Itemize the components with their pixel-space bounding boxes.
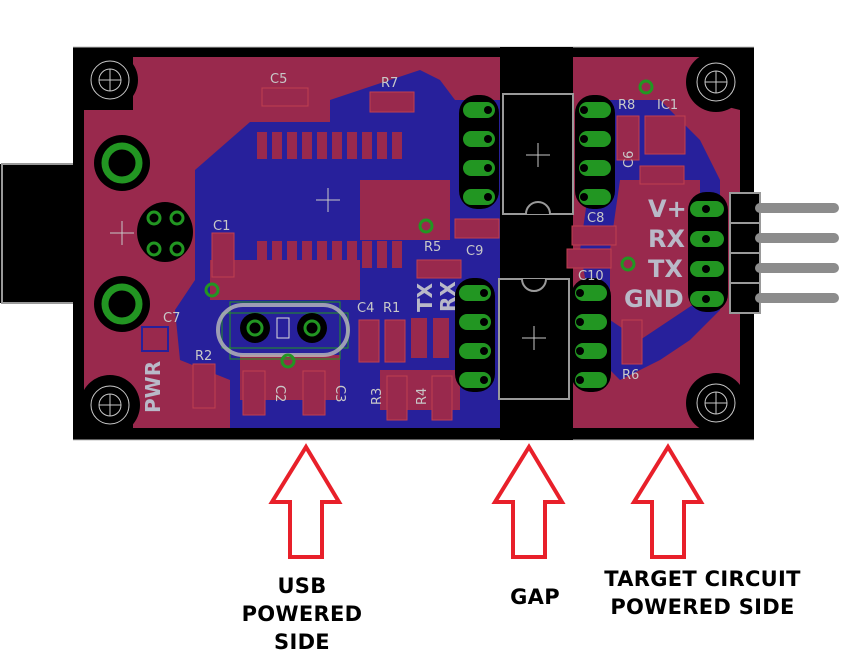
usb-connector-body bbox=[0, 164, 75, 303]
mounting-hole-bottom-right bbox=[686, 373, 746, 433]
silk-function-labels: PWR TX RX V+ RX TX GND bbox=[141, 195, 687, 413]
label-r3: R3 bbox=[370, 388, 385, 405]
usb-shield-pad-top bbox=[94, 135, 150, 191]
mounting-hole-top-right bbox=[686, 52, 746, 112]
mounting-hole-top-left bbox=[82, 52, 138, 108]
label-c10: C10 bbox=[578, 269, 604, 284]
caption-line: TARGET CIRCUIT bbox=[604, 567, 801, 591]
label-pin-vplus: V+ bbox=[648, 195, 687, 223]
label-c9: C9 bbox=[466, 244, 483, 259]
label-r5: R5 bbox=[424, 240, 441, 255]
caption-line: USB bbox=[277, 574, 327, 598]
label-ic1: IC1 bbox=[657, 98, 678, 113]
usb-uart-chip bbox=[257, 132, 402, 268]
arrow-gap bbox=[491, 443, 566, 559]
label-c7: C7 bbox=[163, 311, 180, 326]
caption-usb-powered-side: USB POWERED SIDE bbox=[232, 572, 372, 656]
serial-header bbox=[688, 192, 839, 314]
label-pin-gnd: GND bbox=[624, 285, 684, 313]
crystal bbox=[216, 301, 350, 360]
caption-line: POWERED bbox=[241, 602, 363, 626]
dip-pins bbox=[455, 95, 615, 392]
label-c3: C3 bbox=[332, 385, 347, 402]
label-r6: R6 bbox=[622, 368, 639, 383]
label-r8: R8 bbox=[618, 98, 635, 113]
usb-signal-pads bbox=[137, 202, 193, 262]
label-c6: C6 bbox=[622, 151, 637, 168]
label-pin-rx: RX bbox=[648, 225, 685, 253]
label-rx-led: RX bbox=[436, 281, 460, 312]
label-c5: C5 bbox=[270, 72, 287, 87]
isolator-bottom bbox=[498, 278, 570, 400]
label-r2: R2 bbox=[195, 349, 212, 364]
label-r7: R7 bbox=[381, 76, 398, 91]
arrow-usb-side bbox=[268, 443, 343, 559]
label-c8: C8 bbox=[587, 211, 604, 226]
caption-line: SIDE bbox=[274, 630, 330, 654]
component-labels: C5 R7 C1 R5 C9 C4 R1 C7 R2 C2 C3 R3 R4 R… bbox=[163, 72, 678, 405]
caption-line: GAP bbox=[510, 585, 560, 609]
smd-components bbox=[192, 87, 686, 421]
label-tx-led: TX bbox=[413, 282, 437, 312]
usb-shield-pad-bottom bbox=[94, 276, 150, 332]
isolator-top bbox=[502, 93, 574, 215]
label-c1: C1 bbox=[213, 219, 230, 234]
led-footprints bbox=[141, 318, 449, 410]
label-pin-tx: TX bbox=[648, 255, 683, 283]
label-r4: R4 bbox=[415, 388, 430, 405]
label-r1: R1 bbox=[383, 301, 400, 316]
label-pwr: PWR bbox=[141, 361, 165, 413]
label-c2: C2 bbox=[272, 385, 287, 402]
arrow-target-side bbox=[630, 443, 705, 559]
mounting-hole-bottom-left bbox=[80, 375, 140, 435]
label-c4: C4 bbox=[357, 301, 374, 316]
caption-target-circuit-powered-side: TARGET CIRCUIT POWERED SIDE bbox=[580, 565, 825, 621]
caption-gap: GAP bbox=[490, 583, 580, 611]
caption-line: POWERED SIDE bbox=[610, 595, 795, 619]
vias bbox=[204, 79, 654, 369]
